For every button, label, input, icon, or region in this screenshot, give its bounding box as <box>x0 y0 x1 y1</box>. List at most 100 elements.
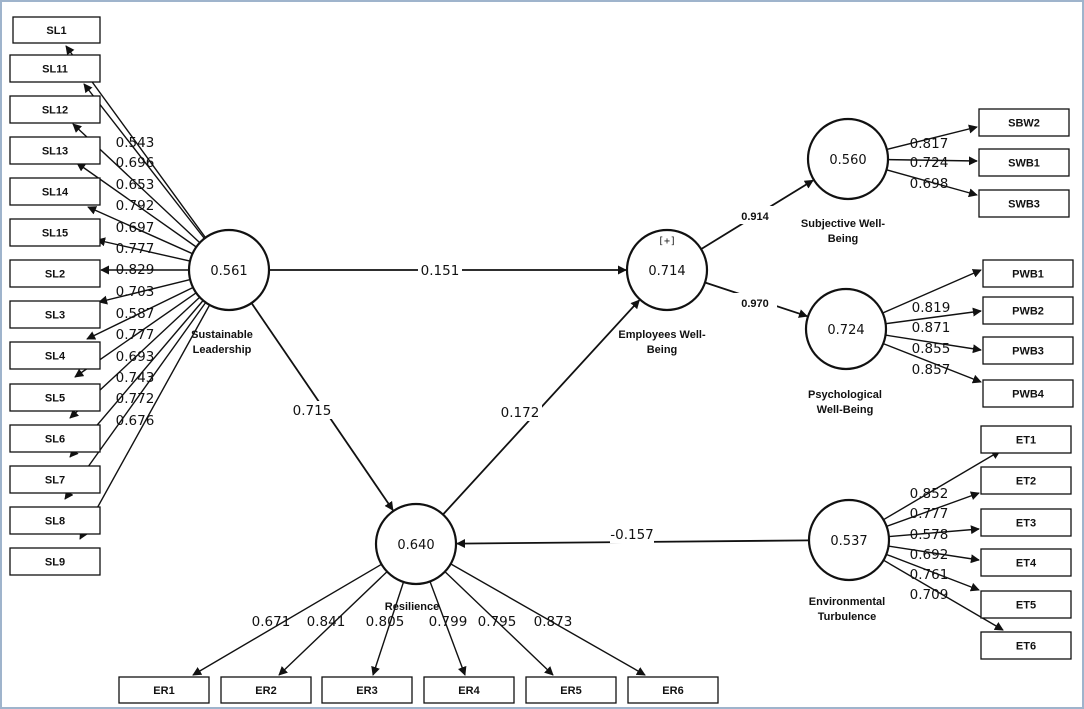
latent-circle <box>187 228 271 312</box>
path-coefficient: 0.151 <box>421 263 460 279</box>
latent-circle <box>806 117 890 201</box>
indicator-box <box>9 300 101 329</box>
loading-value: 0.676 <box>116 413 155 429</box>
indicator-box <box>980 548 1072 577</box>
loading-arrow <box>882 269 982 314</box>
indicator-label: SL3 <box>45 310 65 322</box>
indicator-label: ET5 <box>1016 600 1036 612</box>
loading-value: 0.799 <box>429 614 468 630</box>
indicator-sl12: SL12 <box>9 95 101 124</box>
indicator-sl13: SL13 <box>9 136 101 165</box>
latent-name-line: Turbulence <box>818 611 876 623</box>
indicator-sl7: SL7 <box>9 465 101 494</box>
loading-arrow <box>444 571 554 676</box>
expand-badge[interactable]: [+] <box>658 236 676 247</box>
indicator-label: SL4 <box>45 351 66 363</box>
path-label-bg <box>733 293 777 311</box>
loading-res-er4 <box>429 581 467 676</box>
loading-arrow <box>450 563 646 676</box>
indicator-box <box>982 296 1074 325</box>
indicator-box <box>978 108 1070 137</box>
indicator-box <box>9 547 101 576</box>
loading-sl-sl14 <box>87 206 193 255</box>
indicator-sl9: SL9 <box>9 547 101 576</box>
loading-et-et2 <box>886 491 980 528</box>
indicator-label: ER5 <box>560 685 581 697</box>
indicator-pwb4: PWB4 <box>982 379 1074 408</box>
loading-arrow <box>888 545 980 564</box>
loading-sl-sl3 <box>98 278 191 305</box>
indicator-box <box>978 148 1070 177</box>
indicator-sl2: SL2 <box>9 259 101 288</box>
loading-value: 0.805 <box>366 614 405 630</box>
indicator-label: PWB2 <box>1012 306 1044 318</box>
indicator-label: PWB3 <box>1012 346 1044 358</box>
indicator-box <box>9 424 101 453</box>
loading-value: 0.855 <box>912 341 951 357</box>
loading-value: 0.777 <box>116 241 155 257</box>
loading-value: 0.578 <box>910 527 949 543</box>
latent-swb: 0.560 <box>806 117 890 201</box>
indicator-box <box>980 590 1072 619</box>
loading-arrow <box>98 278 191 305</box>
loading-value: 0.817 <box>910 136 949 152</box>
indicator-er4: ER4 <box>423 676 515 704</box>
loading-res-er6 <box>450 563 646 676</box>
indicator-et1: ET1 <box>980 425 1072 454</box>
loading-sl-sl11 <box>83 83 205 239</box>
path-coefficient: 0.970 <box>741 298 769 310</box>
indicator-er5: ER5 <box>525 676 617 704</box>
latent-name-line: Subjective Well- <box>801 218 885 230</box>
loading-value: 0.653 <box>116 177 155 193</box>
latent-name-line: Environmental <box>809 596 885 608</box>
indicator-er2: ER2 <box>220 676 312 704</box>
path-coefficient: 0.172 <box>501 405 540 421</box>
path-coefficient: -0.157 <box>610 527 654 543</box>
loading-value: 0.777 <box>910 506 949 522</box>
indicator-et3: ET3 <box>980 508 1072 537</box>
latent-r-squared: 0.537 <box>830 534 867 549</box>
loading-value: 0.692 <box>910 547 949 563</box>
indicator-label: ET6 <box>1016 641 1036 653</box>
indicator-label: SWB3 <box>1008 199 1040 211</box>
indicator-label: SL14 <box>42 187 69 199</box>
latent-circle <box>374 502 458 586</box>
loading-arrow <box>886 553 980 592</box>
loading-value: 0.777 <box>116 327 155 343</box>
path-coefficient: 0.914 <box>741 211 769 223</box>
indicator-box <box>980 466 1072 495</box>
loading-arrow <box>278 571 388 676</box>
latent-r-squared: 0.560 <box>829 153 866 168</box>
loading-pwb-pwb4 <box>882 342 982 384</box>
loading-arrow <box>429 581 467 676</box>
latent-name-line: Resilience <box>385 601 439 613</box>
indicator-label: ER1 <box>153 685 174 697</box>
loading-value: 0.543 <box>116 135 155 151</box>
loading-arrow <box>371 581 405 676</box>
loading-value: 0.703 <box>116 284 155 300</box>
indicator-label: SBW2 <box>1008 118 1040 130</box>
loading-res-er2 <box>278 571 388 676</box>
loading-res-er5 <box>444 571 554 676</box>
loading-value: 0.795 <box>478 614 517 630</box>
indicator-swb1: SWB1 <box>978 148 1070 177</box>
loading-value: 0.871 <box>912 320 951 336</box>
loading-value: 0.724 <box>910 155 949 171</box>
latent-res: 0.640 <box>374 502 458 586</box>
loading-arrow <box>83 83 205 239</box>
loading-value: 0.852 <box>910 486 949 502</box>
latent-r-squared: 0.561 <box>210 264 247 279</box>
indicator-sl15: SL15 <box>9 218 101 247</box>
latent-name-line: Leadership <box>193 344 252 356</box>
loading-sl-sl15 <box>96 237 191 262</box>
loading-value: 0.698 <box>910 176 949 192</box>
latent-et: 0.537 <box>807 498 891 582</box>
indicator-label: SL5 <box>45 393 65 405</box>
loading-pwb-pwb3 <box>885 334 982 354</box>
loading-arrow <box>888 525 980 538</box>
indicator-box <box>9 218 101 247</box>
loading-sl-sl9 <box>79 304 211 540</box>
